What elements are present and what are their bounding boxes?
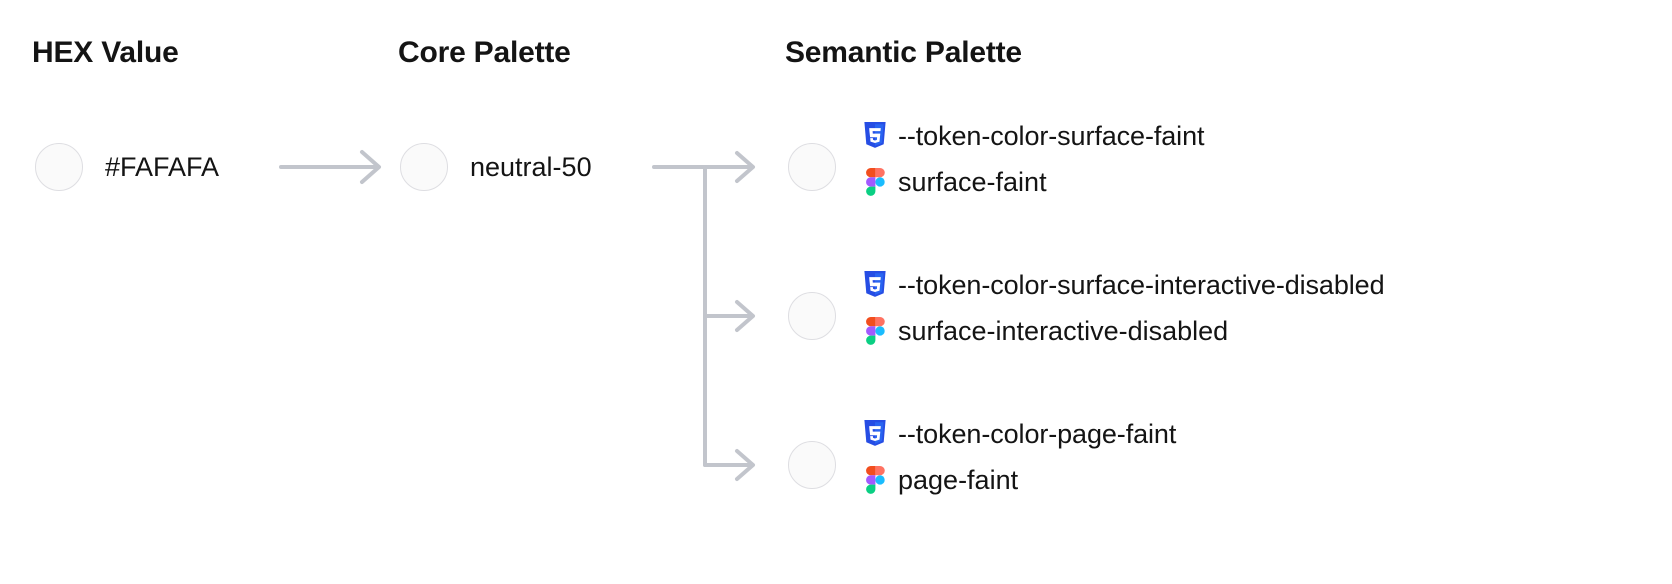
figma-token-line-3: page-faint — [862, 457, 1662, 503]
swatch-semantic-row-1 — [788, 143, 836, 191]
semantic-row-1: --token-color-surface-faint surface-fain… — [862, 113, 1662, 205]
css3-icon — [862, 121, 888, 151]
swatch-semantic-row-2 — [788, 292, 836, 340]
column-header-semantic-palette: Semantic Palette — [785, 36, 1022, 69]
css3-icon — [862, 270, 888, 300]
column-header-hex-value: HEX Value — [32, 36, 179, 69]
figma-icon — [862, 316, 888, 346]
css-token-line-2: --token-color-surface-interactive-disabl… — [862, 262, 1662, 308]
core-palette-label: neutral-50 — [470, 152, 592, 182]
figma-token-label-2: surface-interactive-disabled — [898, 315, 1229, 346]
css-token-line-1: --token-color-surface-faint — [862, 113, 1662, 159]
figma-token-line-2: surface-interactive-disabled — [862, 308, 1662, 354]
css3-icon — [862, 419, 888, 449]
figma-token-label-1: surface-faint — [898, 166, 1047, 197]
css-token-label-3: --token-color-page-faint — [898, 418, 1177, 449]
swatch-core-palette — [400, 143, 448, 191]
arrow-core-to-semantic-branch — [652, 151, 755, 481]
arrow-hex-to-core — [279, 150, 381, 184]
figma-token-label-3: page-faint — [898, 464, 1019, 495]
figma-token-line-1: surface-faint — [862, 159, 1662, 205]
swatch-hex-value — [35, 143, 83, 191]
figma-icon — [862, 167, 888, 197]
css-token-line-3: --token-color-page-faint — [862, 411, 1662, 457]
css-token-label-1: --token-color-surface-faint — [898, 120, 1205, 151]
hex-value-label: #FAFAFA — [105, 152, 220, 182]
figma-icon — [862, 465, 888, 495]
swatch-semantic-row-3 — [788, 441, 836, 489]
css-token-label-2: --token-color-surface-interactive-disabl… — [898, 269, 1385, 300]
semantic-row-2: --token-color-surface-interactive-disabl… — [862, 262, 1662, 354]
column-header-core-palette: Core Palette — [398, 36, 571, 69]
semantic-row-3: --token-color-page-faint page-faint — [862, 411, 1662, 503]
